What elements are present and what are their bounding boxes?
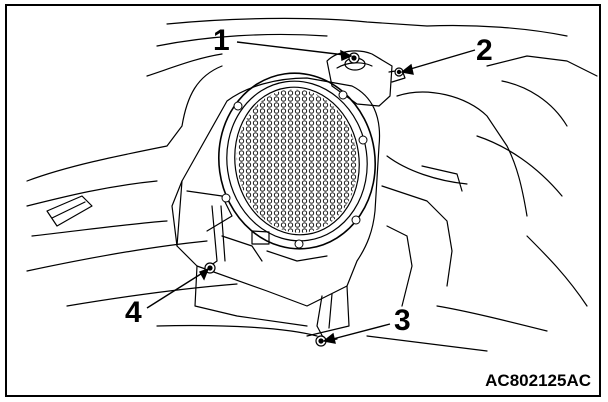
leader-2: [406, 49, 476, 71]
frame-tab: [351, 215, 361, 225]
floor-line: [26, 240, 208, 272]
frame-tab: [338, 90, 348, 100]
left-trim-panel: [26, 65, 223, 182]
left-recess: [46, 195, 93, 227]
frame-tab: [294, 239, 304, 249]
right-trim-panel: [396, 91, 528, 217]
leader-4: [146, 271, 205, 309]
frame-tab: [221, 193, 231, 203]
leader-1: [236, 41, 346, 56]
right-mount: [316, 295, 338, 342]
connector: [251, 230, 270, 245]
leader-3: [328, 323, 391, 341]
callout-3: 3: [394, 304, 411, 337]
figure-code: AC802125AC: [485, 371, 591, 390]
callout-1: 1: [213, 24, 230, 57]
frame-tab: [358, 135, 368, 145]
line-art: [26, 17, 598, 352]
frame-tab: [233, 101, 243, 111]
top-bracket: [326, 50, 393, 107]
callout-4: 4: [125, 296, 142, 329]
diagram-frame: 1 2 3 4 AC802125AC: [5, 4, 601, 397]
speaker-box: [176, 77, 381, 307]
speaker-frame: [217, 72, 377, 250]
upper-shelf-edge: [166, 17, 568, 37]
callout-2: 2: [476, 34, 493, 67]
